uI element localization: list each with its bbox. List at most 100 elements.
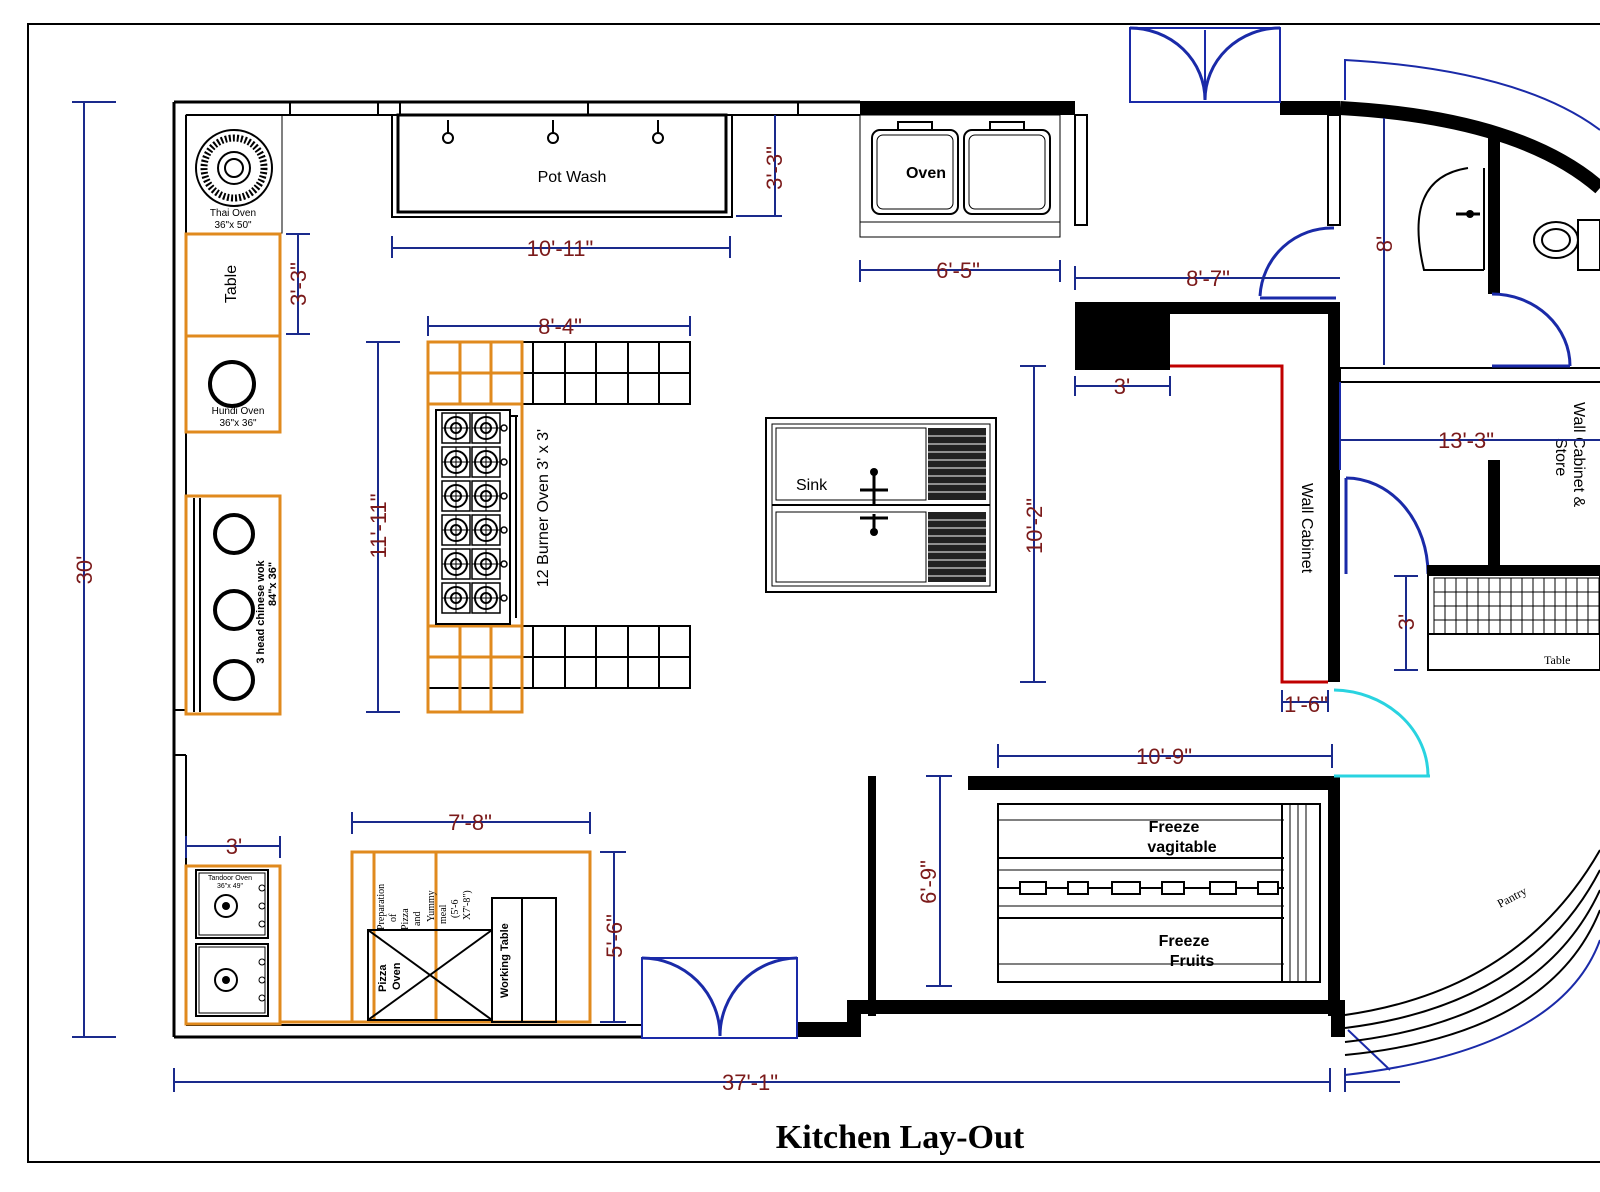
burner	[471, 480, 501, 512]
tandoor-size: 36"x 49"	[217, 883, 244, 890]
wok-size: 84"x 36"	[267, 562, 279, 606]
svg-text:Preparation: Preparation	[376, 884, 387, 930]
burner-oven-label: 12 Burner Oven 3' x 3'	[535, 429, 552, 587]
burner	[441, 514, 471, 546]
burner-knob	[500, 594, 508, 602]
burner	[441, 412, 471, 444]
plan-title: Kitchen Lay-Out	[776, 1119, 1025, 1156]
wall-cabinet-label: Wall Cabinet	[1298, 483, 1315, 574]
chinese-wok	[184, 494, 282, 716]
burner	[471, 582, 501, 614]
freeze-fruit-label: Freeze	[1159, 933, 1210, 950]
oven-label: Oven	[906, 165, 946, 182]
toilet	[1533, 219, 1600, 271]
store-table	[1427, 565, 1600, 671]
washbasin	[1417, 167, 1485, 271]
burner-knob	[500, 560, 508, 568]
hundi-oven-size: 36"x 36"	[219, 418, 257, 429]
burner	[441, 582, 471, 614]
pantry-shelves	[1344, 58, 1600, 1076]
grid-cell	[1598, 605, 1600, 621]
pantry-label: Pantry	[1495, 884, 1529, 911]
burner-knob	[500, 526, 508, 534]
burner	[441, 480, 471, 512]
svg-text:meal: meal	[438, 904, 449, 924]
dim-oven-width: 6'-5"	[936, 258, 980, 283]
pot-wash-label: Pot Wash	[538, 169, 607, 186]
pizza-prep-label: Preparation of Pizza and Yummy meal (5'-…	[376, 884, 473, 930]
dim-sink-area: 10'-2"	[1022, 498, 1047, 554]
working-table-label: Working Table	[499, 923, 511, 998]
burner-counter	[426, 340, 691, 714]
thai-oven-size: 36"x 50"	[214, 220, 252, 231]
walls	[172, 100, 1600, 1039]
tandoor-label: Tandoor Oven	[208, 875, 252, 882]
burner-grid	[441, 412, 508, 614]
sheet-border	[27, 23, 1600, 1163]
dim-pot-wash-depth: 3'-3"	[762, 146, 787, 190]
dimension-lines	[72, 101, 1600, 1092]
thai-oven-label: Thai Oven	[210, 208, 256, 219]
pot-wash	[391, 113, 733, 218]
burner	[471, 548, 501, 580]
pantry-door[interactable]	[1347, 1029, 1391, 1071]
wall-cabinet-store-label: Wall Cabinet &	[1570, 402, 1587, 508]
bottom-double-door[interactable]	[641, 956, 798, 1039]
burner	[471, 514, 501, 546]
dim-overall-width: 37'-1"	[722, 1070, 778, 1095]
svg-text:Pizza: Pizza	[400, 908, 411, 930]
svg-text:of: of	[388, 913, 399, 922]
dim-washroom-height: 8'	[1372, 236, 1397, 252]
svg-text:and: and	[412, 912, 423, 926]
burner	[441, 548, 471, 580]
sink-label: Sink	[796, 477, 828, 494]
burner-knob	[500, 424, 508, 432]
svg-text:(5'-6: (5'-6	[450, 900, 461, 918]
dim-table-depth: 3'-3"	[286, 262, 311, 306]
tandoor-oven	[184, 864, 282, 1026]
dim-1-6: 1'-6"	[1284, 692, 1328, 717]
freeze-fruit-label-2: Fruits	[1170, 953, 1215, 970]
oven	[859, 114, 1061, 238]
dim-freezer-depth: 6'-9"	[916, 860, 941, 904]
grid-cell	[1598, 619, 1600, 635]
dim-store-width: 13'-3"	[1438, 428, 1494, 453]
dim-store-table: 3'	[1394, 614, 1419, 630]
dim-counter-3: 3'	[1114, 374, 1130, 399]
burner-knob	[500, 458, 508, 466]
washroom-door-left[interactable]	[1258, 226, 1336, 300]
pizza-oven-label: Pizza	[377, 964, 389, 992]
store-table-label: Table	[1544, 653, 1570, 667]
pizza-prep-area	[350, 850, 592, 1024]
wok-label: 3 head chinese wok	[255, 559, 267, 663]
side-glass-door[interactable]	[1333, 688, 1430, 778]
store-door[interactable]	[1344, 476, 1430, 575]
svg-text:Yummy: Yummy	[426, 890, 437, 922]
burner-knob	[500, 492, 508, 500]
burner	[441, 446, 471, 478]
wall-cabinet-line	[1170, 364, 1328, 684]
grid-cell	[1598, 577, 1600, 593]
dim-overall-height: 30'	[72, 556, 97, 585]
dim-pot-wash-width: 10'-11"	[527, 236, 594, 261]
dim-freezer-width: 10'-9"	[1136, 744, 1192, 769]
dim-burner-height: 11'-11"	[366, 493, 391, 558]
dim-pizza-width: 7'-8"	[448, 810, 492, 835]
svg-text:X7'-8"): X7'-8")	[462, 890, 473, 920]
freeze-veg-label: Freeze	[1149, 819, 1200, 836]
washroom-door-right[interactable]	[1491, 292, 1572, 368]
hundi-oven	[184, 334, 282, 434]
dim-tandoor-width: 3'	[226, 834, 242, 859]
dim-pizza-depth: 5'-6"	[602, 914, 627, 958]
wall-cabinet-store-label-2: Store	[1552, 438, 1569, 476]
sink	[765, 417, 997, 593]
top-double-door[interactable]	[1129, 26, 1281, 103]
dim-burner-width: 8'-4"	[538, 314, 582, 339]
store-table-grid	[1433, 577, 1600, 635]
grid-cell	[1598, 591, 1600, 607]
dim-8-7: 8'-7"	[1186, 266, 1230, 291]
freeze-veg-label-2: vagitable	[1147, 839, 1216, 856]
burner	[471, 446, 501, 478]
hundi-oven-label: Hundi Oven	[212, 406, 265, 417]
